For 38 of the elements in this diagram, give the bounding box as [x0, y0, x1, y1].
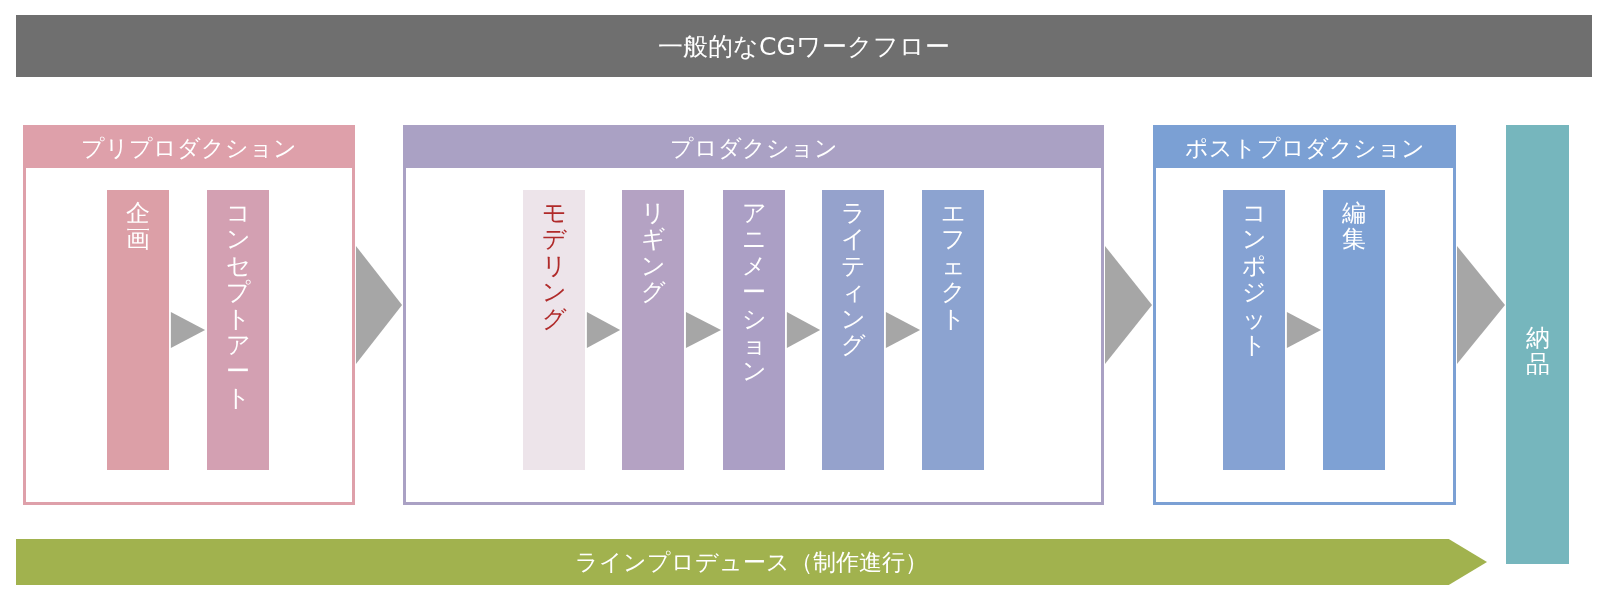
- arrow: [170, 312, 206, 348]
- step-bar: [523, 190, 585, 470]
- step-bar: [723, 190, 785, 470]
- arrow: [685, 312, 722, 348]
- step-label: リギング: [641, 200, 665, 309]
- process-band: [16, 539, 1487, 585]
- step-label: アニメーション: [742, 200, 766, 388]
- step-bar: [922, 190, 984, 470]
- step-bar: [822, 190, 884, 470]
- arrow: [355, 246, 403, 364]
- phase-heading: プリプロダクション: [26, 128, 352, 168]
- arrow: [1105, 246, 1152, 364]
- step-label: ライティング: [841, 200, 865, 361]
- step-bar: [207, 190, 269, 470]
- step-bar: [1323, 190, 1385, 470]
- arrow: [885, 312, 921, 348]
- step-label: コンポジット: [1242, 200, 1266, 361]
- band-label: ラインプロデュース（制作進行）: [575, 547, 928, 577]
- step-bar: [622, 190, 684, 470]
- title-bar: 一般的なCGワークフロー: [16, 15, 1592, 77]
- step-bar: [1223, 190, 1285, 470]
- phase-panel: [403, 125, 1104, 505]
- arrow: [1286, 312, 1322, 348]
- phase-heading: プロダクション: [406, 128, 1101, 168]
- step-bar: [1506, 125, 1569, 564]
- arrow: [1457, 246, 1505, 364]
- step-bar: [107, 190, 169, 470]
- step-label: 納品: [1525, 325, 1550, 381]
- phase-panel: [23, 125, 355, 505]
- step-label: エフェクト: [941, 200, 965, 335]
- arrow: [586, 312, 621, 348]
- step-label: 企画: [126, 200, 150, 256]
- step-label: モデリング: [542, 200, 566, 335]
- step-label: コンセプトアート: [226, 200, 250, 414]
- arrow: [786, 312, 821, 348]
- step-label: 編集: [1342, 200, 1366, 256]
- phase-panel: [1153, 125, 1456, 505]
- phase-heading: ポストプロダクション: [1156, 128, 1453, 168]
